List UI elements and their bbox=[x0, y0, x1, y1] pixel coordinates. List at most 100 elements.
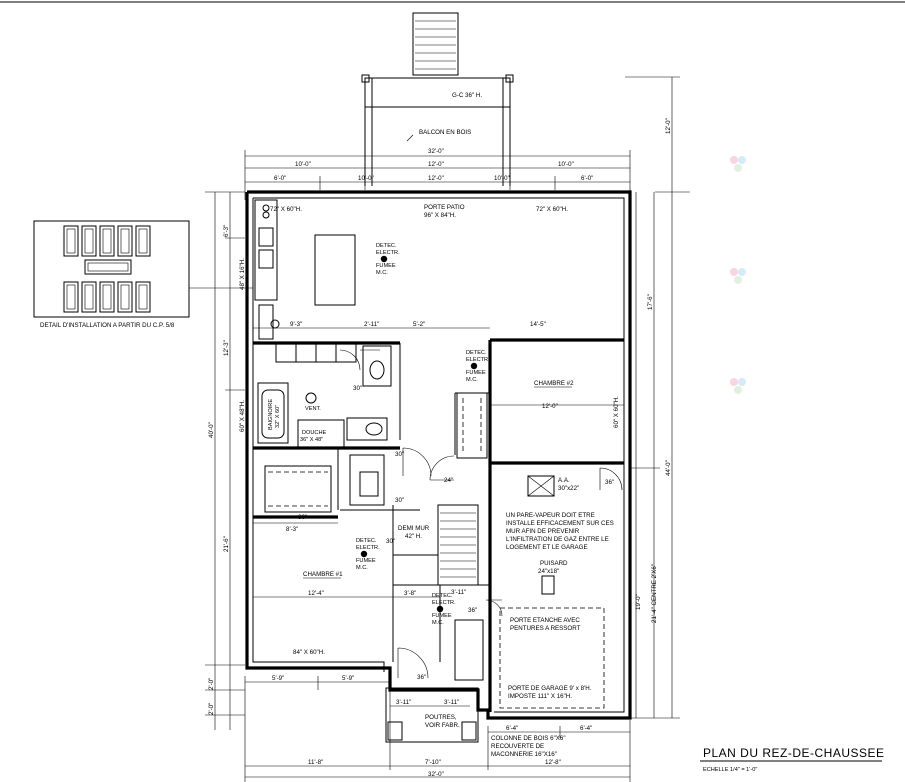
dim-bot-c: 12'-8" bbox=[545, 759, 561, 766]
detector-label: M.C. bbox=[466, 377, 478, 383]
detail-window-icon bbox=[135, 225, 151, 257]
dim-top-b: 12'-0" bbox=[428, 161, 444, 168]
sump-pit bbox=[541, 575, 555, 595]
dim-right-b: 17'-6" bbox=[647, 294, 654, 310]
bedroom1-closet bbox=[264, 465, 332, 513]
detector-label: DETEC. bbox=[466, 350, 487, 356]
dim-bot2-a: 5'-9" bbox=[272, 675, 284, 682]
detail-window-icon bbox=[117, 225, 133, 257]
dim-left-total: 40'-0" bbox=[208, 422, 215, 438]
detector-label: DETEC. bbox=[356, 538, 377, 544]
window-60-right: 60" X 60"H. bbox=[613, 396, 620, 428]
watermark-icon bbox=[730, 268, 746, 284]
dim-top-c: 10'-0" bbox=[558, 161, 574, 168]
kitchen-island bbox=[314, 234, 356, 306]
detail-window-icon bbox=[63, 281, 79, 313]
dim-row2-b: 10'-0" bbox=[358, 175, 374, 182]
detail-window-icon bbox=[81, 225, 97, 257]
attic-label: A.A. bbox=[558, 477, 570, 484]
drawing-title: PLAN DU REZ-DE-CHAUSSEE bbox=[703, 746, 885, 760]
attic-size: 30"x22" bbox=[558, 485, 579, 492]
dim-bot-d: 6'-4" bbox=[506, 725, 518, 732]
vapor-barrier-note: UN PARE-VAPEUR DOIT ETRE INSTALLE EFFICA… bbox=[506, 512, 614, 551]
dim-36-b: 36" bbox=[468, 607, 477, 614]
smoke-detectors: DETEC.ELECTR.FUMEEM.C.DETEC.ELECTR.FUMEE… bbox=[356, 243, 490, 626]
dim-bot-a: 11'-8" bbox=[308, 759, 323, 766]
dim-left-e: 2'-0" bbox=[208, 703, 215, 715]
dim-3-11: 3'-11" bbox=[451, 589, 466, 596]
dim-2-11: 2'-11" bbox=[364, 321, 379, 328]
detector-label: FUMEE bbox=[432, 613, 452, 619]
detail-window-icon bbox=[63, 225, 79, 257]
top-dimensions: 32'-0" 10'-0" 12'-0" 10'-0" 6'-0" 10'-0"… bbox=[244, 148, 631, 200]
dim-bot-e: 6'-4" bbox=[580, 725, 592, 732]
column-note: COLONNE DE BOIS 6"X6" RECOUVERTE DE MACO… bbox=[491, 735, 566, 758]
vent-label: VENT. bbox=[305, 406, 321, 412]
column-line-2: RECOUVERTE DE bbox=[491, 743, 544, 750]
detail-window-icon bbox=[99, 225, 115, 257]
balcony: G-C 36" H. BALCON EN BOIS bbox=[361, 74, 514, 186]
drawing-scale: ECHELLE 1/4" = 1'-0" bbox=[703, 767, 757, 773]
parking-space bbox=[499, 607, 605, 709]
dim-36-a: 36" bbox=[605, 479, 614, 486]
kitchen bbox=[254, 199, 357, 363]
watermark-icon bbox=[730, 378, 746, 394]
detail-transom-icon bbox=[84, 259, 132, 275]
dim-30-a: 30" bbox=[353, 385, 362, 392]
window-84: 84" X 60"H. bbox=[293, 649, 325, 656]
vapor-note-line-2: INSTALLE EFFICACEMENT SUR CES bbox=[506, 520, 614, 527]
beams-line-1: POUTRES, bbox=[425, 714, 457, 721]
smoke-detector-icon bbox=[360, 550, 368, 558]
detector-label: M.C. bbox=[432, 620, 444, 626]
dim-top-a: 10'-0" bbox=[295, 161, 311, 168]
dim-row2-a: 6'-0" bbox=[274, 175, 286, 182]
vapor-note-line-4: L'INFILTRATION DE GAZ ENTRE LE bbox=[506, 536, 609, 543]
dim-bot-b: 7'-10" bbox=[425, 759, 441, 766]
detector-label: M.C. bbox=[376, 270, 388, 276]
dim-right-a: 12'-0" bbox=[665, 118, 672, 134]
window-labels: 72" X 60"H. PORTE PATIO 96" X 84"H. 72" … bbox=[239, 204, 620, 656]
detector-label: ELECTR. bbox=[466, 357, 490, 363]
detector-label: DETEC. bbox=[376, 243, 397, 249]
room-labels: CHAMBRE #1 CHAMBRE #2 DOUCHE 36" X 48" B… bbox=[268, 380, 579, 579]
column-line-1: COLONNE DE BOIS 6"X6" bbox=[491, 735, 566, 742]
sump-size: 24"x18" bbox=[538, 568, 559, 575]
window-72-left: 72" X 60"H. bbox=[270, 206, 302, 213]
half-wall-label: DEMI MUR bbox=[398, 525, 430, 532]
fire-door-line-2: PENTURES A RESSORT bbox=[510, 625, 581, 632]
shower-label: DOUCHE bbox=[302, 430, 327, 436]
detector-label: DETEC. bbox=[432, 593, 453, 599]
detector-label: ELECTR. bbox=[432, 600, 456, 606]
attic-hatch bbox=[527, 475, 555, 497]
balcony-label: BALCON EN BOIS bbox=[419, 129, 471, 136]
dim-5-2: 5'-2" bbox=[413, 321, 425, 328]
dim-right-c: 19'-0" bbox=[635, 594, 642, 610]
vapor-note-line-5: LOGEMENT ET LE GARAGE bbox=[506, 544, 588, 551]
dim-8-3: 8'-3" bbox=[286, 526, 298, 533]
dim-right-total: 44'-0" bbox=[665, 460, 672, 476]
door-swings bbox=[339, 349, 623, 679]
bathroom bbox=[257, 345, 392, 506]
window-48: 48" X 16"H. bbox=[239, 258, 246, 290]
dim-bot2-d: 3'-11" bbox=[444, 699, 459, 706]
dim-left-a: 6'-3" bbox=[223, 225, 230, 237]
half-wall-height: 42" H. bbox=[405, 533, 422, 540]
shower-size: 36" X 48" bbox=[300, 437, 323, 443]
dim-row2-d: 10'-0" bbox=[494, 175, 510, 182]
bedroom1-label: CHAMBRE #1 bbox=[303, 571, 343, 578]
dim-30-e: 30" bbox=[386, 538, 395, 545]
vapor-note-line-3: MUR AFIN DE PREVENIR bbox=[506, 528, 580, 535]
detector-label: FUMEE bbox=[466, 370, 486, 376]
right-dimensions: 12'-0" 44'-0" 17'-6" 19'-0" 21'-4" CENTR… bbox=[625, 76, 690, 719]
smoke-detector-icon bbox=[380, 255, 388, 263]
dim-30-d: 30" bbox=[298, 514, 307, 521]
exterior-walls bbox=[245, 190, 632, 743]
garage-door-line-2: IMPOSTE 111" X 16"H. bbox=[508, 693, 572, 700]
guardrail-label: G-C 36" H. bbox=[452, 92, 482, 99]
dim-14-5: 14'-5" bbox=[530, 321, 546, 328]
fire-door-line-1: PORTE ETANCHE AVEC bbox=[510, 617, 580, 624]
dim-bot-total: 32'-0" bbox=[428, 771, 444, 778]
dim-3-8: 3'-8" bbox=[404, 590, 416, 597]
